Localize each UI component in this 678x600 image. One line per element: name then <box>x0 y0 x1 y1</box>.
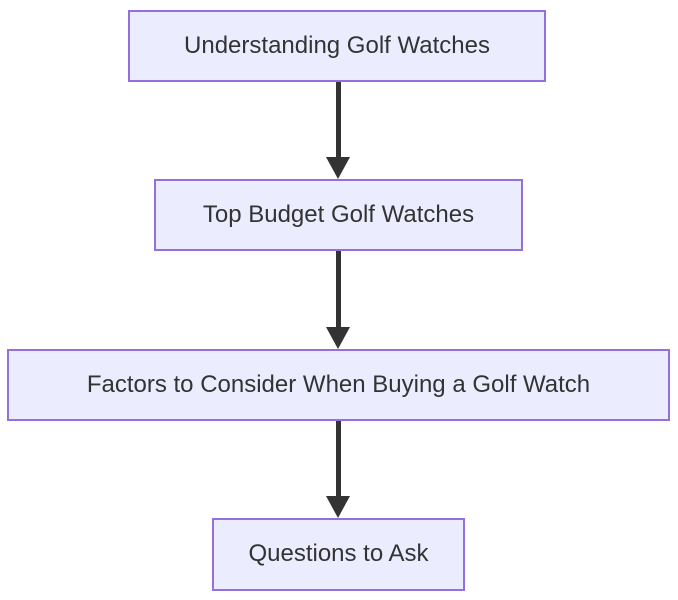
flowchart-node-questions-to-ask: Questions to Ask <box>212 518 465 591</box>
node-label: Understanding Golf Watches <box>184 31 490 59</box>
flowchart-node-factors-to-consider: Factors to Consider When Buying a Golf W… <box>7 349 670 421</box>
flowchart-edge-3 <box>326 421 350 518</box>
arrow-head-icon <box>326 327 350 349</box>
arrow-head-icon <box>326 496 350 518</box>
arrow-line <box>335 251 341 327</box>
flowchart-node-top-budget-golf-watches: Top Budget Golf Watches <box>154 179 523 251</box>
node-label: Questions to Ask <box>248 540 429 568</box>
flowchart-edge-1 <box>326 82 350 179</box>
flowchart-edge-2 <box>326 251 350 349</box>
arrow-line <box>335 421 341 496</box>
arrow-line <box>335 82 341 157</box>
node-label: Factors to Consider When Buying a Golf W… <box>86 370 591 398</box>
arrow-head-icon <box>326 157 350 179</box>
flowchart-node-understanding-golf-watches: Understanding Golf Watches <box>128 10 546 82</box>
node-label: Top Budget Golf Watches <box>202 200 475 228</box>
